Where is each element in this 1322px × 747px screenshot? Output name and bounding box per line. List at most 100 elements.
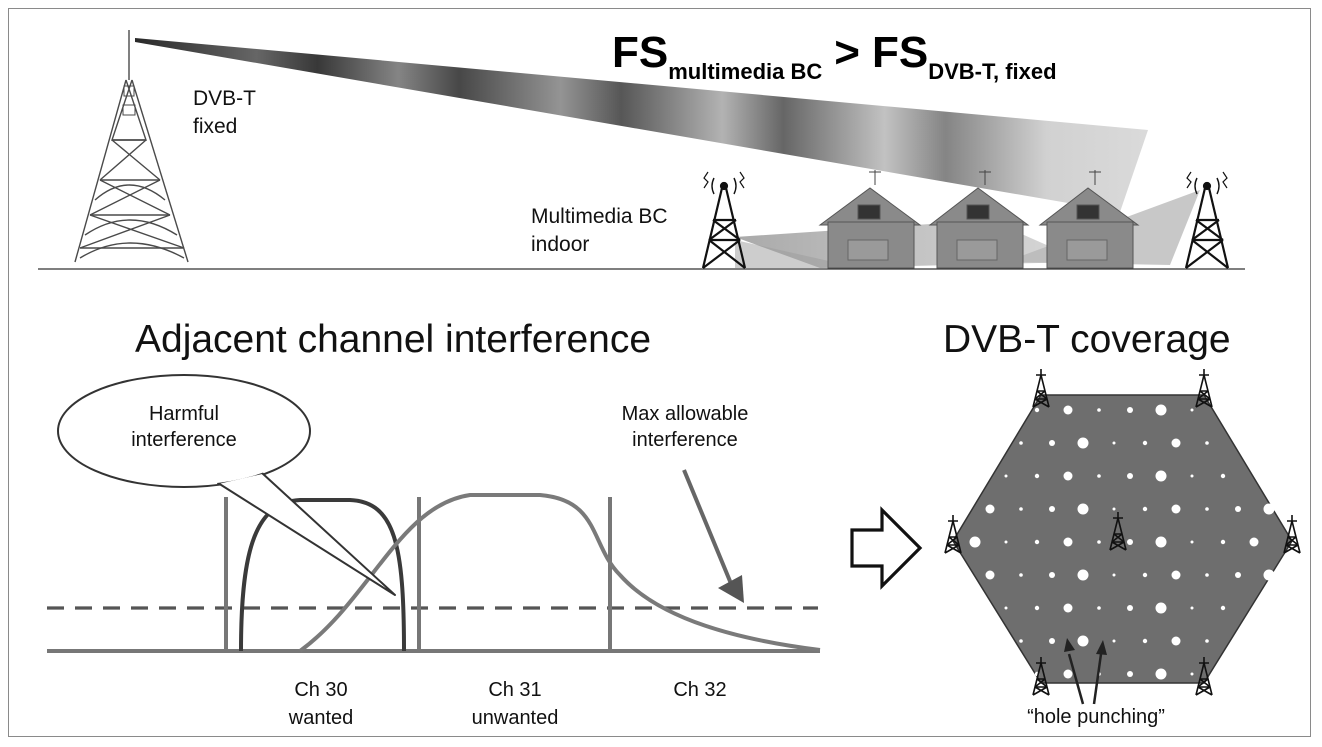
hole-punching-arrow xyxy=(1092,653,1103,705)
house-icon xyxy=(928,170,1030,269)
ch30-label: Ch 30 wanted xyxy=(289,676,354,732)
coverage-hole xyxy=(1112,441,1116,445)
hexagon-towers xyxy=(944,369,1301,696)
coverage-hole xyxy=(1063,405,1073,415)
coverage-hole xyxy=(1171,504,1181,514)
dvbt-fixed-label: DVB-T fixed xyxy=(193,85,256,141)
broadcast-beam xyxy=(135,38,1148,212)
coverage-hole xyxy=(1263,569,1275,581)
coverage-hole xyxy=(1034,473,1040,479)
harmful-interference-text: Harmful interference xyxy=(131,401,237,453)
coverage-hole xyxy=(1190,540,1194,544)
formula-lhs-subscript: multimedia BC xyxy=(668,59,823,84)
coverage-hole xyxy=(1263,503,1275,515)
coverage-hole xyxy=(1077,503,1089,515)
coverage-hole xyxy=(1112,507,1116,511)
coverage-hole xyxy=(1142,572,1148,578)
coverage-hole xyxy=(1220,473,1226,479)
coverage-hole xyxy=(1205,441,1209,445)
ch32-label: Ch 32 xyxy=(673,676,726,704)
coverage-hole xyxy=(1190,474,1194,478)
coverage-hole xyxy=(1205,573,1209,577)
coverage-hole xyxy=(1205,639,1209,643)
coverage-hole xyxy=(1171,636,1181,646)
coverage-hole xyxy=(1019,573,1023,577)
house-icon xyxy=(1038,170,1140,269)
coverage-hole xyxy=(1034,605,1040,611)
coverage-hole xyxy=(1097,408,1101,412)
multimedia-bc-label: Multimedia BC indoor xyxy=(531,203,668,259)
coverage-hole xyxy=(1112,639,1116,643)
formula-rhs-subscript: DVB-T, fixed xyxy=(928,59,1057,84)
coverage-hole xyxy=(1063,471,1073,481)
house-icon xyxy=(818,170,922,269)
coverage-hole xyxy=(1077,635,1089,647)
coverage-hole xyxy=(1235,506,1241,512)
multimedia-bc-label-line2: indoor xyxy=(531,233,590,256)
coverage-hole xyxy=(1004,540,1008,544)
coverage-hole xyxy=(1004,606,1008,610)
coverage-hole xyxy=(1077,569,1089,581)
coverage-hole xyxy=(1220,539,1226,545)
coverage-hole xyxy=(1127,605,1133,611)
coverage-hole xyxy=(1220,605,1226,611)
small-tower-icon xyxy=(1283,515,1301,554)
small-tower-icon xyxy=(1109,512,1127,551)
multimedia-bc-label-line1: Multimedia BC xyxy=(531,205,668,228)
coverage-hole xyxy=(1155,668,1167,680)
unwanted-signal-curve xyxy=(298,493,821,653)
coverage-hole xyxy=(1155,536,1167,548)
coverage-hole xyxy=(1063,603,1073,613)
coverage-hole xyxy=(1249,537,1259,547)
harmful-text-line2: interference xyxy=(131,429,237,451)
small-tower-icon xyxy=(1195,369,1213,408)
field-strength-formula: FSmultimedia BC>FSDVB-T, fixed xyxy=(612,28,1057,85)
coverage-title: DVB-T coverage xyxy=(943,318,1231,361)
transmitter-mast-icon xyxy=(701,171,747,269)
coverage-hole xyxy=(1190,606,1194,610)
coverage-hole xyxy=(1205,507,1209,511)
coverage-hole xyxy=(1034,539,1040,545)
dvbt-fixed-label-line2: fixed xyxy=(193,115,238,138)
max-allowable-line1: Max allowable xyxy=(621,403,749,425)
formula-rhs: FS xyxy=(871,28,929,77)
small-tower-icon xyxy=(944,515,962,554)
coverage-hole xyxy=(1190,408,1194,412)
coverage-hole xyxy=(1112,573,1116,577)
coverage-hole xyxy=(1097,540,1101,544)
coverage-hole xyxy=(1049,638,1055,644)
aci-title: Adjacent channel interference xyxy=(135,318,652,361)
hole-punching-label: “hole punching” xyxy=(1027,706,1165,728)
coverage-hole xyxy=(1142,638,1148,644)
coverage-hole xyxy=(1034,407,1040,413)
coverage-hole xyxy=(1127,539,1133,545)
coverage-hole xyxy=(1049,572,1055,578)
broadcast-tower-icon xyxy=(74,30,189,263)
coverage-hole xyxy=(1142,506,1148,512)
coverage-hole xyxy=(1063,669,1073,679)
ch30-label-line2: wanted xyxy=(288,707,354,729)
wanted-signal-curve xyxy=(239,498,406,652)
ch32-label-line1: Ch 32 xyxy=(673,679,727,701)
harmful-text-line1: Harmful xyxy=(148,403,219,425)
coverage-hole xyxy=(1049,506,1055,512)
coverage-hole xyxy=(1004,474,1008,478)
coverage-hole xyxy=(1155,470,1167,482)
small-tower-icon xyxy=(1032,369,1050,408)
max-allowable-arrow xyxy=(682,469,734,587)
coverage-hole xyxy=(1155,602,1167,614)
hole-punching-arrow xyxy=(1067,653,1085,705)
dvbt-fixed-label-line1: DVB-T xyxy=(193,87,256,110)
small-tower-icon xyxy=(1195,657,1213,696)
formula-lhs: FS xyxy=(612,28,669,77)
coverage-hole xyxy=(985,504,995,514)
coverage-hole xyxy=(1127,671,1133,677)
max-allowable-line2: interference xyxy=(632,429,738,451)
coverage-hole xyxy=(1142,440,1148,446)
ch30-label-line1: Ch 30 xyxy=(294,679,348,701)
coverage-hole xyxy=(1063,537,1073,547)
coverage-hole xyxy=(1127,473,1133,479)
outer-frame xyxy=(8,8,1311,737)
coverage-hole xyxy=(1097,474,1101,478)
right-arrow-icon xyxy=(850,506,923,590)
